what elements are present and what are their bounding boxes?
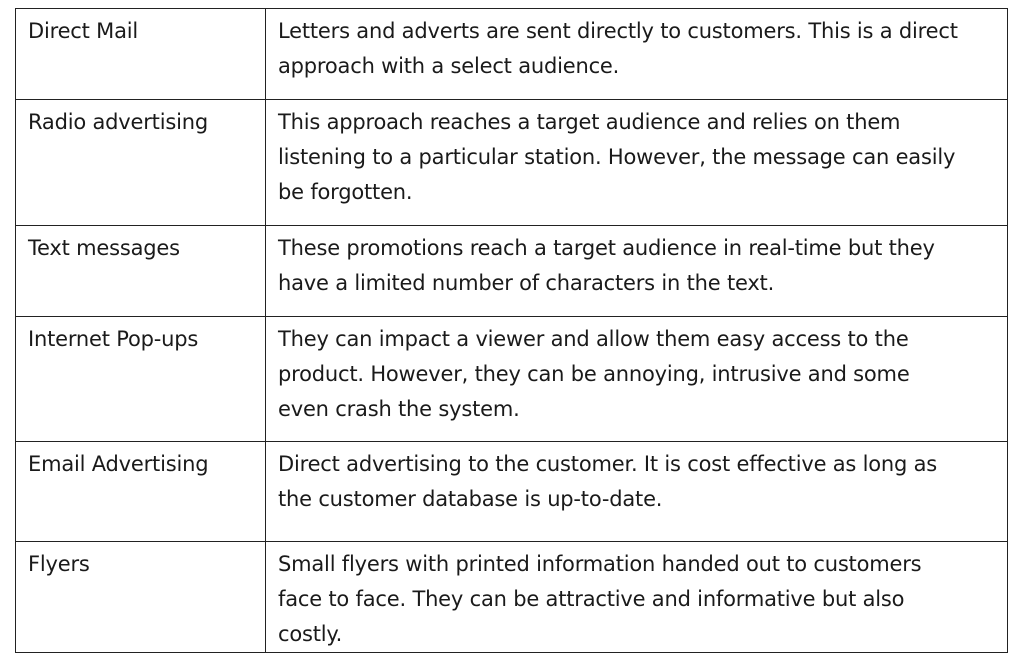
method-name: Text messages <box>28 236 180 260</box>
method-name: Internet Pop-ups <box>28 327 199 351</box>
advertising-methods-table-wrapper: Direct Mail Letters and adverts are sent… <box>15 8 1008 653</box>
description-line: Letters and adverts are sent directly to… <box>278 19 958 43</box>
method-cell: Radio advertising <box>15 99 266 226</box>
description-line: have a limited number of characters in t… <box>278 271 775 295</box>
table-row: Direct Mail Letters and adverts are sent… <box>15 8 1008 100</box>
method-name: Radio advertising <box>28 110 208 134</box>
description-line: Direct advertising to the customer. It i… <box>278 452 938 476</box>
description-line: These promotions reach a target audience… <box>278 236 935 260</box>
table-row: Radio advertising This approach reaches … <box>15 99 1008 226</box>
method-name: Flyers <box>28 552 90 576</box>
description-line: Small flyers with printed information ha… <box>278 552 922 576</box>
description-line: the customer database is up-to-date. <box>278 487 663 511</box>
advertising-methods-table: Direct Mail Letters and adverts are sent… <box>15 8 1008 653</box>
table-row: Email Advertising Direct advertising to … <box>15 441 1008 542</box>
description-cell: Small flyers with printed information ha… <box>265 541 1008 653</box>
method-cell: Text messages <box>15 225 266 317</box>
description-line: be forgotten. <box>278 180 413 204</box>
description-line: approach with a select audience. <box>278 54 620 78</box>
table-row: Text messages These promotions reach a t… <box>15 225 1008 317</box>
description-cell: Letters and adverts are sent directly to… <box>265 8 1008 100</box>
description-cell: Direct advertising to the customer. It i… <box>265 441 1008 542</box>
description-line: This approach reaches a target audience … <box>278 110 901 134</box>
description-line: They can impact a viewer and allow them … <box>278 327 909 351</box>
method-cell: Direct Mail <box>15 8 266 100</box>
description-line: product. However, they can be annoying, … <box>278 362 910 386</box>
description-line: listening to a particular station. Howev… <box>278 145 956 169</box>
method-name: Email Advertising <box>28 452 209 476</box>
table-row: Flyers Small flyers with printed informa… <box>15 541 1008 653</box>
description-line: costly. <box>278 622 343 646</box>
description-cell: They can impact a viewer and allow them … <box>265 316 1008 442</box>
description-cell: These promotions reach a target audience… <box>265 225 1008 317</box>
method-cell: Flyers <box>15 541 266 653</box>
description-line: even crash the system. <box>278 397 520 421</box>
method-name: Direct Mail <box>28 19 139 43</box>
description-cell: This approach reaches a target audience … <box>265 99 1008 226</box>
method-cell: Internet Pop-ups <box>15 316 266 442</box>
method-cell: Email Advertising <box>15 441 266 542</box>
description-line: face to face. They can be attractive and… <box>278 587 905 611</box>
table-row: Internet Pop-ups They can impact a viewe… <box>15 316 1008 442</box>
